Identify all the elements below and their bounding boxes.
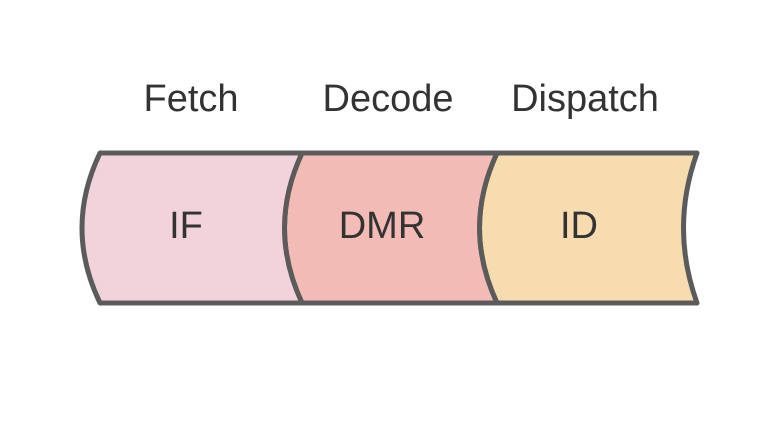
stage-header-fetch: Fetch bbox=[143, 78, 239, 120]
stage-code-id: ID bbox=[560, 205, 598, 247]
stage-header-dispatch: Dispatch bbox=[511, 78, 659, 120]
stage-code-if: IF bbox=[169, 205, 203, 247]
stage-segment-fetch bbox=[79, 150, 305, 306]
stage-header-decode: Decode bbox=[322, 78, 454, 120]
stage-code-dmr: DMR bbox=[339, 205, 426, 247]
